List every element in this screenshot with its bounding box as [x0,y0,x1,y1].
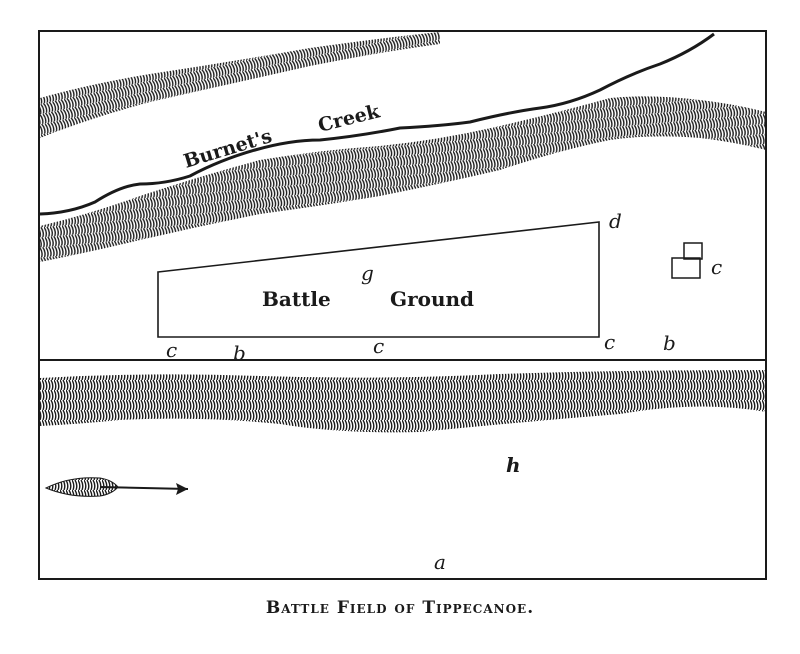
battle-label: Battle [262,287,331,311]
point-label-c-left: c [166,338,177,362]
creek-bank-woods [40,96,766,263]
point-label-b-left: b [233,341,246,365]
upper-ridge-woods [40,32,440,138]
lower-ridge-woods [40,370,766,433]
creek-label-creek: Creek [316,100,383,137]
point-label-d: d [609,209,622,233]
burnets-creek-line [39,32,715,216]
building-icon [671,242,703,279]
battle-ground-outline [157,221,600,338]
map-frame [38,30,767,580]
point-label-h: h [506,453,521,477]
point-label-g: g [361,261,374,285]
point-label-c-mid: c [373,334,384,358]
point-label-b-right: b [663,331,676,355]
point-label-e: c [604,330,615,354]
point-label-c-building: c [711,255,722,279]
north-arrow-icon [44,477,189,497]
map-caption: Battle Field of Tippecanoe. [265,598,535,618]
ground-label: Ground [390,287,474,311]
point-label-a: a [434,550,446,574]
